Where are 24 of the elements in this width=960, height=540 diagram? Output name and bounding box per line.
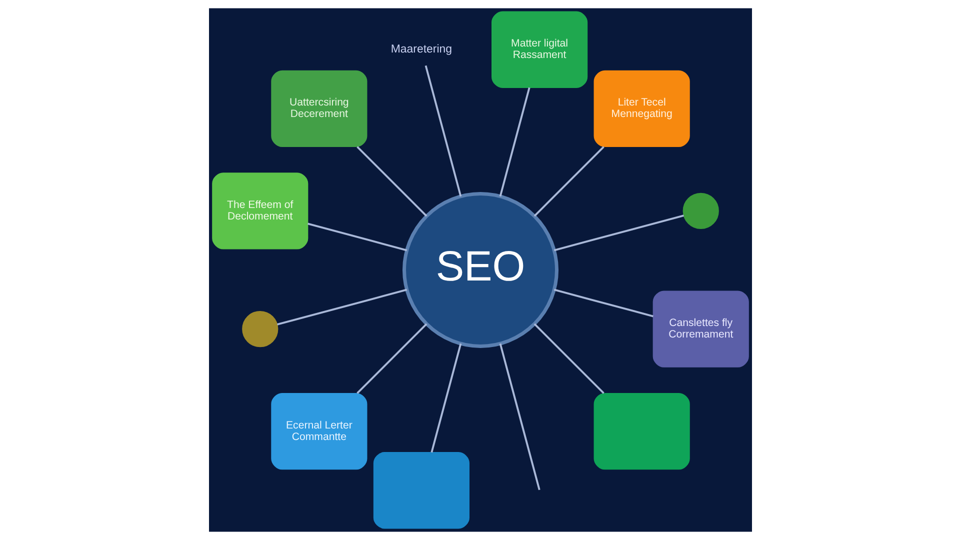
node-box <box>372 452 469 529</box>
node-box: Ecernal Lerter Commantte <box>270 392 367 470</box>
connector <box>553 288 653 318</box>
connector <box>430 343 462 453</box>
connector <box>356 323 427 394</box>
connector <box>533 323 604 394</box>
connector <box>356 146 427 217</box>
node-box: Uattercsiring Decerement <box>270 70 367 148</box>
connector <box>553 214 684 252</box>
node-circle <box>682 192 718 230</box>
node-circle <box>242 310 278 348</box>
node-box: The Effeem of Declomement <box>212 172 308 250</box>
connector <box>307 222 407 252</box>
connector <box>424 65 462 197</box>
node-box: Canslettes fly Corremament <box>652 290 748 368</box>
node-box: Matter ligital Rassament <box>491 11 588 88</box>
node-box: Liter Tecel Mennegating <box>593 70 690 148</box>
connector <box>533 146 604 217</box>
connector <box>498 87 530 197</box>
connector <box>276 288 407 326</box>
connector <box>498 343 540 490</box>
node-circle: SEO <box>402 192 558 348</box>
node-box <box>593 392 690 470</box>
node-text: Maaretering <box>390 44 452 56</box>
